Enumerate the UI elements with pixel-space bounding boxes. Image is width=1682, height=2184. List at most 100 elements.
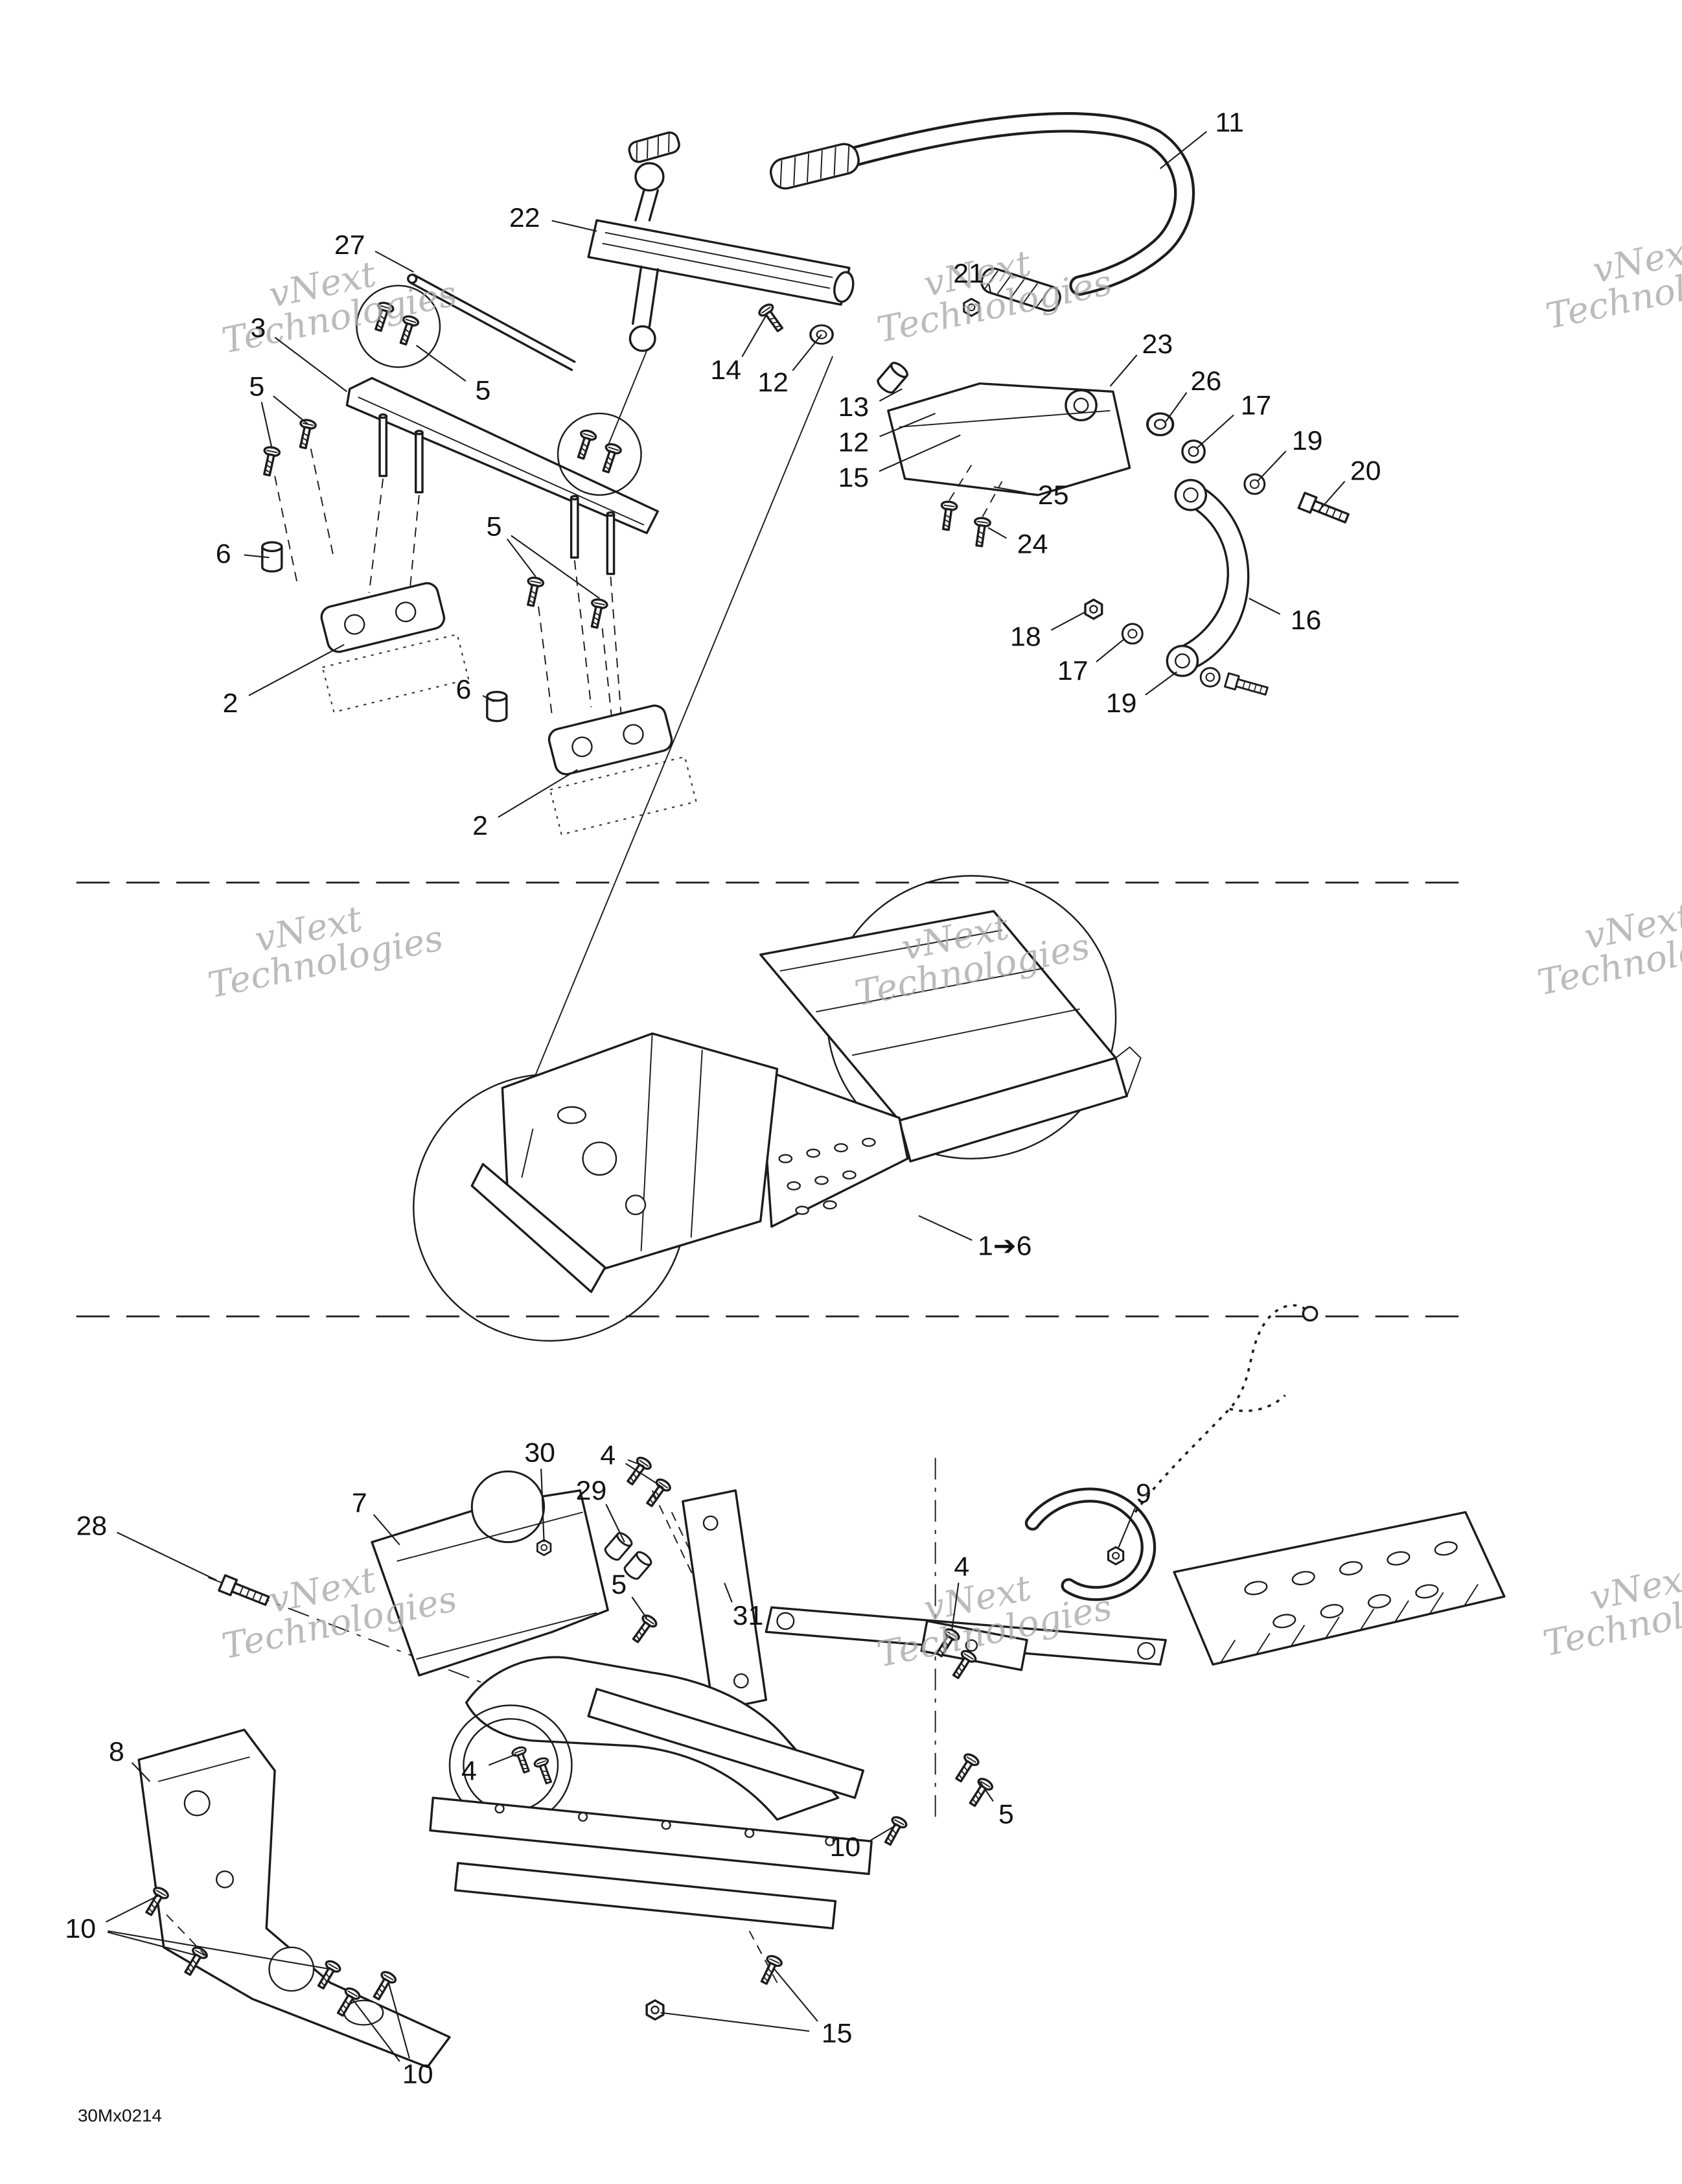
screw-icon (641, 1476, 673, 1510)
callout-31: 31 (733, 1601, 764, 1631)
heat-shield-part (371, 1470, 609, 1677)
callout-leader (1096, 638, 1125, 663)
callout-13: 13 (838, 391, 869, 422)
callout-leader (131, 1762, 151, 1782)
callout-leader (1109, 354, 1138, 387)
callout-15: 15 (822, 2018, 853, 2049)
callout-17: 17 (1241, 390, 1272, 421)
spacer-part (874, 359, 911, 397)
callout-8: 8 (109, 1736, 124, 1767)
callout-2: 2 (223, 688, 238, 719)
callout-leader (106, 1895, 159, 1923)
frame-overview-drawing (413, 875, 1142, 1342)
callout-leader (415, 345, 467, 382)
callout-6: 6 (216, 539, 231, 569)
bracket-part (682, 1489, 768, 1712)
spacer-part (621, 1549, 654, 1583)
callout-12: 12 (838, 427, 869, 458)
support-rail-part (345, 285, 659, 724)
screw-icon (950, 1751, 982, 1785)
callout-15: 15 (838, 462, 869, 493)
callout-26: 26 (1191, 366, 1222, 396)
callout-19: 19 (1292, 426, 1323, 456)
callout-7: 7 (352, 1487, 367, 1518)
callout-5: 5 (475, 375, 490, 406)
callout-leader (244, 554, 270, 559)
callout-leader (993, 486, 1026, 494)
callout-leader (879, 434, 961, 472)
callout-20: 20 (1350, 456, 1381, 486)
callout-4: 4 (600, 1440, 616, 1470)
callout-leader (660, 2012, 810, 2032)
callout-16: 16 (1291, 605, 1322, 636)
callout-leader (879, 388, 903, 402)
grip-pad-part (980, 267, 1061, 312)
callout-leader (951, 1583, 960, 1630)
callout-leader (488, 1753, 517, 1766)
callout-leader (918, 1215, 973, 1241)
callout-5: 5 (487, 511, 502, 542)
callout-4: 4 (461, 1756, 477, 1786)
callout-leader (540, 1469, 545, 1542)
nut-icon (1084, 598, 1103, 620)
callout-leader (373, 1514, 400, 1546)
callout-leader (551, 220, 597, 232)
callout-5: 5 (249, 371, 264, 402)
callout-10: 10 (65, 1913, 96, 1944)
callout-18: 18 (1010, 622, 1041, 652)
callout-leader (741, 315, 767, 357)
callout-4: 4 (954, 1551, 969, 1582)
callout-27: 27 (334, 229, 365, 260)
bolt-icon (970, 516, 992, 548)
handlebar-part (770, 112, 1195, 296)
callout-leader (605, 1504, 625, 1543)
callout-leader (1118, 1507, 1136, 1548)
screw-icon (755, 1953, 785, 1987)
callout-24: 24 (1017, 529, 1048, 559)
mounting-bracket-part (320, 582, 470, 714)
pitman-bracket-part (887, 382, 1131, 496)
callout-leader (627, 1459, 645, 1467)
screw-icon (532, 1756, 557, 1786)
bumper-plate-part (137, 1728, 451, 2069)
callout-leader (1249, 598, 1281, 615)
callout-leader (1165, 392, 1188, 423)
washer-icon (1121, 623, 1144, 645)
bolt-icon (937, 500, 959, 532)
callout-leader (774, 1968, 818, 2022)
frame-rails-part (429, 1688, 873, 1930)
callout-11: 11 (1215, 108, 1244, 138)
callout-leader (498, 769, 578, 818)
callout-leader (1050, 611, 1086, 631)
callout-leader (248, 644, 345, 697)
callout-leader (1195, 414, 1234, 450)
callout-leader (988, 284, 992, 294)
footrest-panel-part (1173, 1511, 1506, 1666)
callout-leader (108, 1930, 330, 1970)
handlebar-grip (770, 143, 860, 190)
callout-14: 14 (710, 355, 741, 386)
callout-leader (511, 535, 600, 599)
callout-2: 2 (472, 810, 488, 841)
steering-hoop-part (1024, 1304, 1319, 1601)
callout-23: 23 (1142, 329, 1173, 360)
screw-icon (628, 1612, 660, 1646)
callout-6: 6 (455, 675, 471, 705)
bolt-icon (1297, 491, 1352, 528)
bolt-icon (1223, 672, 1270, 699)
spacer-part (602, 1529, 635, 1563)
callout-leader (1159, 131, 1207, 170)
callout-29: 29 (576, 1476, 607, 1506)
screw-icon (510, 1745, 535, 1775)
callout-17: 17 (1057, 655, 1089, 686)
callout-9: 9 (1136, 1478, 1151, 1509)
bolt-icon (218, 1574, 271, 1610)
steering-column-part (587, 131, 855, 447)
callout-12: 12 (757, 367, 789, 397)
steering-assembly-drawing (258, 112, 1352, 1089)
